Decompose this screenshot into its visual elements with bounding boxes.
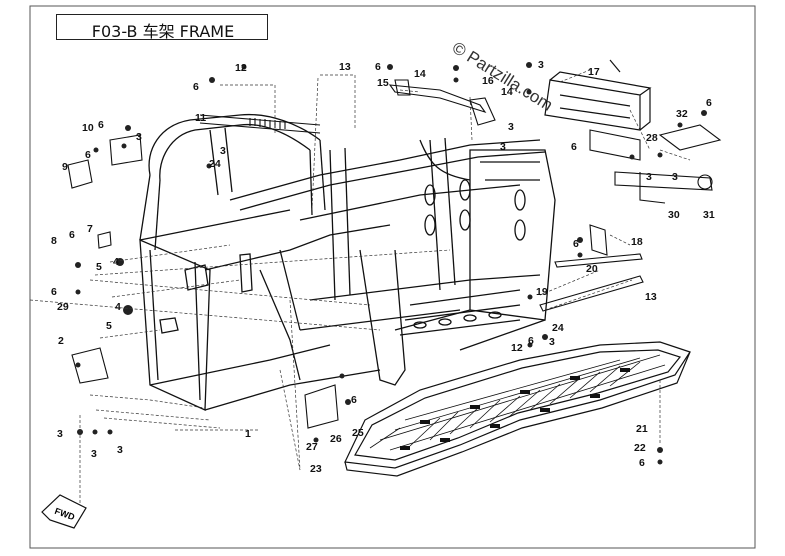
main-frame-1	[139, 113, 556, 411]
callout-4: 4	[113, 256, 119, 268]
callout-3: 3	[136, 131, 142, 143]
callout-13-right: 13	[645, 291, 657, 303]
plate-32	[658, 124, 722, 151]
callout-3: 3	[220, 145, 226, 157]
callout-15: 15	[377, 77, 389, 89]
callout-labels: 12 6 13 6 14 15 16 3 17 14 3 3 11 10 6 3…	[51, 59, 715, 475]
callout-22: 22	[634, 442, 646, 454]
leader-lines	[29, 69, 691, 520]
page-border	[29, 5, 756, 549]
callout-3: 3	[500, 141, 506, 153]
callout-20: 20	[586, 263, 598, 275]
bracket-2	[71, 347, 109, 384]
bracket-9	[67, 159, 93, 189]
callout-12-right: 12	[511, 342, 523, 354]
fasteners	[75, 62, 707, 465]
bracket-26	[304, 384, 339, 429]
callout-14: 14	[501, 86, 513, 98]
callout-2: 2	[58, 335, 64, 347]
bracket-7	[97, 231, 112, 249]
callout-6: 6	[351, 394, 357, 406]
callout-26: 26	[330, 433, 342, 445]
callout-10: 10	[82, 122, 94, 134]
callout-6: 6	[85, 149, 91, 161]
callout-6: 6	[573, 238, 579, 250]
callout-9: 9	[62, 161, 68, 173]
diagram-title: F03-B 车架 FRAME	[91, 22, 235, 41]
callout-17: 17	[588, 66, 600, 78]
callout-14: 14	[414, 68, 426, 80]
callout-25: 25	[352, 427, 364, 439]
callout-31: 31	[703, 209, 715, 221]
callout-6: 6	[571, 141, 577, 153]
callout-6: 6	[51, 286, 57, 298]
callout-3: 3	[508, 121, 514, 133]
callout-24: 24	[552, 322, 564, 334]
fwd-direction-badge: FWD	[41, 494, 87, 529]
callout-8: 8	[51, 235, 57, 247]
callout-28: 28	[646, 132, 658, 144]
callout-13-top: 13	[339, 61, 351, 73]
callout-3: 3	[672, 171, 678, 183]
callout-12-top: 12	[235, 62, 247, 74]
callout-3: 3	[91, 448, 97, 460]
callout-21: 21	[636, 423, 648, 435]
callout-4: 4	[115, 301, 121, 313]
callout-6: 6	[193, 81, 199, 93]
callout-24: 24	[209, 158, 221, 170]
callout-30: 30	[668, 209, 680, 221]
crossbar-13-20	[539, 253, 644, 312]
callout-6: 6	[98, 119, 104, 131]
callout-7: 7	[87, 223, 93, 235]
callout-3: 3	[549, 336, 555, 348]
callout-6: 6	[69, 229, 75, 241]
callout-32: 32	[676, 108, 688, 120]
bracket-28	[589, 129, 641, 161]
callout-18: 18	[631, 236, 643, 248]
callout-6: 6	[375, 61, 381, 73]
callout-6: 6	[706, 97, 712, 109]
callout-3: 3	[538, 59, 544, 71]
rear-hitch-30-31	[614, 171, 713, 204]
callout-3: 3	[57, 428, 63, 440]
callout-3: 3	[646, 171, 652, 183]
callout-3: 3	[117, 444, 123, 456]
support-bar-14-16	[388, 79, 496, 126]
callout-1: 1	[245, 428, 251, 440]
callout-23: 23	[310, 463, 322, 475]
callout-6: 6	[639, 457, 645, 469]
diagram-title-box: F03-B 车架 FRAME	[56, 14, 268, 41]
callout-6: 6	[528, 335, 534, 347]
callout-19: 19	[536, 286, 548, 298]
callout-5: 5	[96, 261, 102, 273]
bracket-18	[589, 224, 608, 256]
callout-11: 11	[195, 112, 206, 124]
coil-support-11	[199, 114, 321, 134]
bracket-10	[109, 134, 143, 166]
callout-29: 29	[57, 301, 69, 313]
callout-27: 27	[306, 441, 318, 453]
callout-5: 5	[106, 320, 112, 332]
callout-16: 16	[482, 75, 494, 87]
skid-plate-23	[344, 341, 691, 477]
